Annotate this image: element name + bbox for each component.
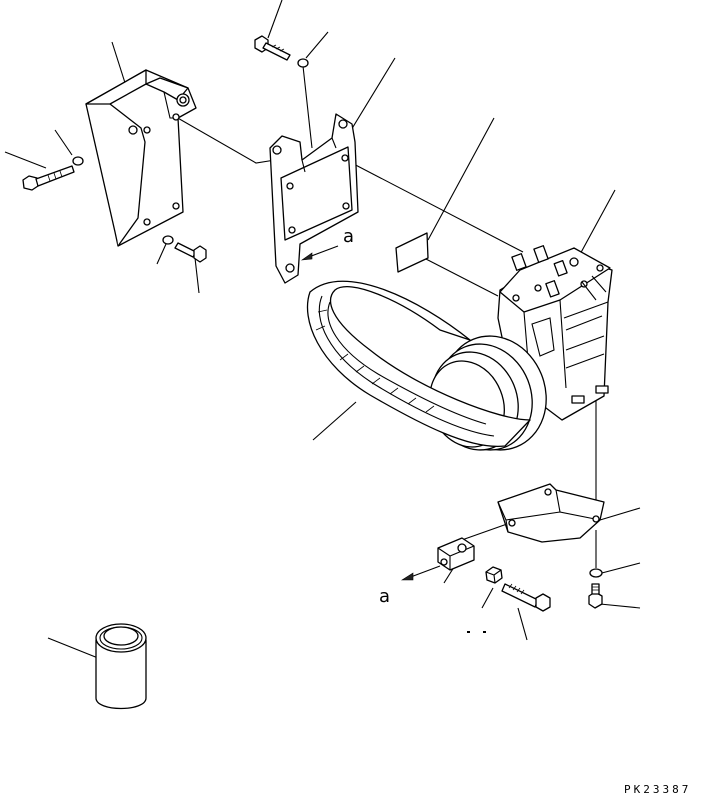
adapter-plate <box>269 113 359 284</box>
lower-washer-right <box>589 568 603 578</box>
leader-lines <box>4 0 641 659</box>
view-label-upper: a <box>343 226 355 247</box>
leader-lower-bracket <box>599 507 641 521</box>
bracket-hole <box>128 125 138 135</box>
assembly-line-bolt <box>302 65 313 149</box>
leader-adapter-plate <box>344 57 396 141</box>
leader-lower-washer <box>597 562 641 575</box>
drawing-code: PK23387 <box>624 783 692 796</box>
v-belt <box>306 280 531 448</box>
leader-left-bolt <box>4 151 47 169</box>
left-bolt <box>22 165 75 191</box>
caution-plate <box>395 232 429 273</box>
small-marks <box>467 631 486 633</box>
bracket <box>85 69 197 247</box>
leader-top-bolt <box>267 0 283 39</box>
container <box>95 623 147 710</box>
nut <box>485 566 503 584</box>
leader-washer-2 <box>156 243 167 265</box>
leader-long-bolt <box>517 607 528 641</box>
lower-bracket <box>497 483 605 543</box>
leader-left-washer <box>54 129 73 156</box>
lower-washer-left <box>162 235 174 245</box>
lower-bolt-left <box>174 242 207 263</box>
top-washer <box>297 58 309 68</box>
leader-caution-plate <box>427 117 495 241</box>
leader-bracket <box>111 41 127 87</box>
assembly-line-compressor <box>345 159 524 253</box>
left-washer <box>72 156 84 166</box>
leader-bolt-2 <box>194 257 200 294</box>
lower-bolt-right <box>588 583 603 609</box>
assembly-line-plate <box>423 257 499 297</box>
leader-lower-bolt <box>599 603 641 609</box>
leader-v-belt <box>312 401 357 441</box>
view-arrow-lower <box>400 565 441 581</box>
leader-container <box>47 637 99 659</box>
assembly-line-block <box>458 522 511 542</box>
leader-compressor <box>577 189 616 259</box>
spacer-block <box>437 537 475 571</box>
assembly-line-bracket <box>175 116 276 164</box>
leader-top-washer <box>305 31 329 59</box>
view-label-lower: a <box>379 586 391 607</box>
view-arrow-upper <box>300 245 339 261</box>
long-bolt <box>501 583 551 612</box>
top-bolt <box>254 35 291 61</box>
leader-nut <box>481 587 494 609</box>
